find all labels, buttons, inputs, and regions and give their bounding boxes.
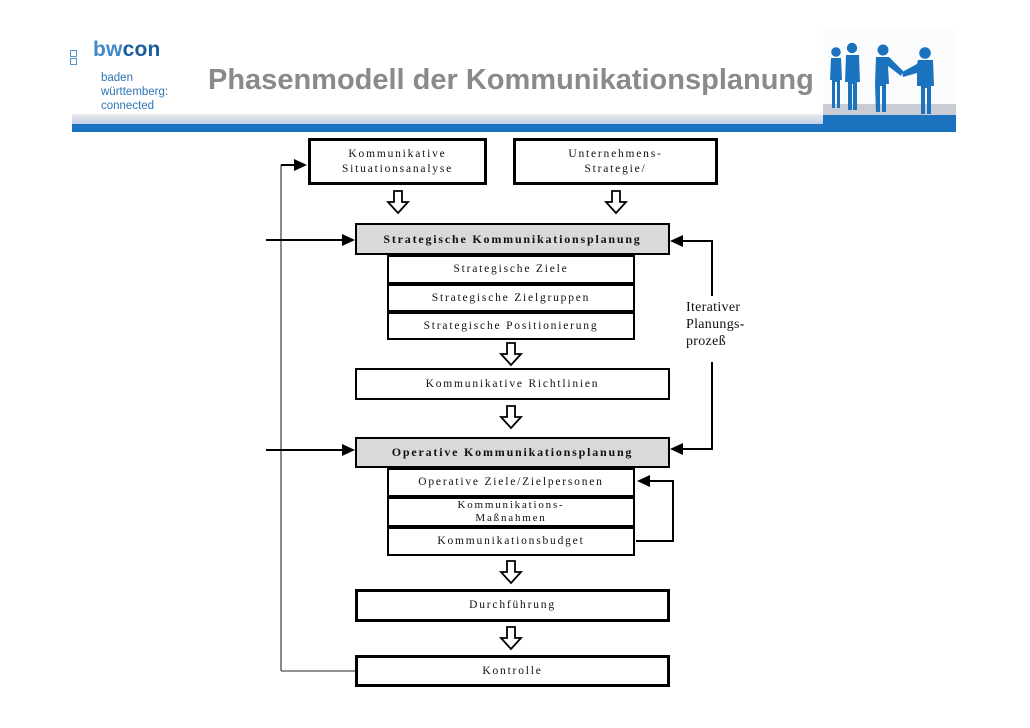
arrowhead-left-icon [670, 443, 683, 455]
arrowhead-right-icon [342, 444, 355, 456]
flow-box-operative-ziele-zielpersonen: Operative Ziele/Zielpersonen [387, 468, 635, 497]
flow-box-strategische-positionierung: Strategische Positionierung [387, 312, 635, 340]
logo-bw-text: bw [93, 38, 123, 61]
flow-box-kommunikative-situationsanalyse: Kommunikative Situationsanalyse [308, 138, 487, 185]
flow-box-operative-kommunikationsplanung: Operative Kommunikationsplanung [355, 437, 670, 468]
flow-box-kommunikative-richtlinien: Kommunikative Richtlinien [355, 368, 670, 400]
logo-con-text: con [122, 38, 161, 61]
down-arrow-icon [498, 342, 524, 367]
logo-square-icon [70, 50, 77, 57]
image-blue-bar [823, 115, 956, 131]
flow-box-kommunikationsbudget: Kommunikationsbudget [387, 527, 635, 556]
flow-box-durchfuehrung: Durchführung [355, 589, 670, 622]
iterative-process-label: Iterativer Planungs- prozeß [686, 300, 745, 349]
flow-box-kommunikations-massnahmen: Kommunikations- Maßnahmen [387, 497, 635, 527]
down-arrow-icon [498, 405, 524, 430]
down-arrow-icon [498, 560, 524, 585]
bwcon-logo: bwcon [93, 38, 161, 62]
down-arrow-icon [603, 190, 629, 215]
flow-box-strategische-kommunikationsplanung: Strategische Kommunikationsplanung [355, 223, 670, 255]
down-arrow-icon [498, 626, 524, 651]
iterative-line-bottom [683, 362, 713, 450]
down-arrow-icon [385, 190, 411, 215]
page-title: Phasenmodell der Kommunikationsplanung [208, 64, 814, 96]
budget-feedback-line [636, 480, 674, 542]
logo-square-icon [70, 58, 77, 65]
arrowhead-right-icon [294, 159, 307, 171]
flow-box-kontrolle: Kontrolle [355, 655, 670, 687]
logo-tagline: baden württemberg: connected [101, 72, 169, 112]
flow-box-unternehmens-strategie: Unternehmens- Strategie/ [513, 138, 718, 185]
silhouette-figures [830, 42, 934, 114]
flow-box-strategische-zielgruppen: Strategische Zielgruppen [387, 284, 635, 312]
arrowhead-left-icon [637, 475, 650, 487]
arrowhead-left-icon [670, 235, 683, 247]
flow-box-strategische-ziele: Strategische Ziele [387, 255, 635, 284]
iterative-line-top [683, 240, 713, 296]
feedback-line-left [280, 165, 356, 672]
header-gradient-band [72, 114, 956, 124]
header-blue-bar [72, 124, 956, 132]
block-down-arrows [385, 190, 629, 651]
arrowhead-right-icon [342, 234, 355, 246]
business-people-silhouettes-image [823, 28, 956, 131]
